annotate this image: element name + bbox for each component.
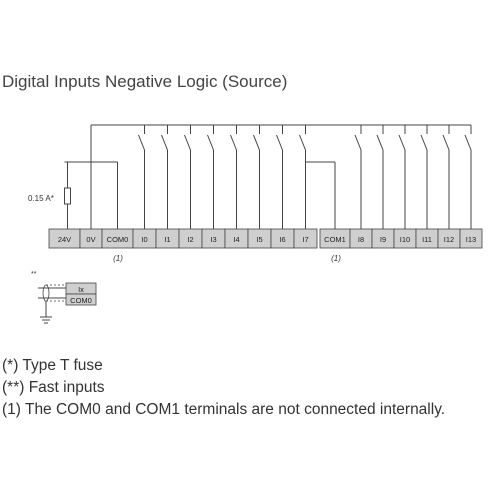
terminal-label: I13 [466,235,476,244]
note-com-terminals: (1) The COM0 and COM1 terminals are not … [2,401,446,418]
wiring-diagram: 0.15 A* 24V 0V COM0 I0 I1 I2 I3 I4 I5 I6 I7 COM1 I8… [28,124,483,324]
switch-contact [442,134,450,151]
fuse-symbol [64,187,71,205]
terminal-label: 0V [86,235,95,244]
terminal-i7 [293,228,318,249]
terminal-block-2: COM1 I8 I9 I10 I11 I12 I13 [319,228,483,249]
switch-contact [464,134,472,151]
terminal-label: I8 [358,235,364,244]
terminal-label: I0 [141,235,147,244]
wires [64,124,471,229]
switch-contact [376,134,384,151]
detail-terminal-ix: Ix [78,285,84,294]
fuse-label: 0.15 A* [28,194,54,203]
terminal-label: I12 [444,235,454,244]
terminal-label: I11 [422,235,432,244]
switch-contact [354,134,362,151]
switch-contact [276,134,283,151]
fuse-icon [64,187,71,205]
switch-contact [398,134,406,151]
switch-contact [253,134,260,151]
footnote-mark-com1: (1) [331,254,341,263]
terminal-label: I10 [400,235,410,244]
detail-terminal-com0: COM0 [70,296,92,305]
terminal-label: I6 [279,235,285,244]
terminal-label: I1 [164,235,170,244]
terminal-label: COM1 [324,235,346,244]
ground-icon [40,316,52,324]
notes: (*) Type T fuse (**) Fast inputs (1) The… [2,355,445,421]
terminal-i13 [459,228,483,249]
fast-inputs-marker: ** [31,271,37,278]
switch-contact [207,134,214,151]
terminal-label: 24V [58,235,71,244]
switches [138,125,472,229]
switch-contact [161,134,168,151]
terminal-label: I7 [302,235,308,244]
terminal-label: I9 [380,235,386,244]
switch-contact [184,134,191,151]
switch-contact [420,134,428,151]
switch-contact [138,134,145,151]
terminal-label: COM0 [107,235,129,244]
footnote-mark-com0: (1) [113,254,123,263]
diagram-title: Digital Inputs Negative Logic (Source) [2,72,288,91]
switch-contact [299,134,306,151]
note-fast-inputs: (**) Fast inputs [2,379,105,396]
terminal-label: I2 [187,235,193,244]
terminal-label: I4 [233,235,239,244]
note-fuse: (*) Type T fuse [2,357,103,374]
terminal-block-1: 24V 0V COM0 I0 I1 I2 I3 I4 I5 I6 I7 [48,228,318,249]
terminal-label: I3 [210,235,216,244]
fast-input-detail: ** Ix COM0 [31,271,97,324]
terminal-label: I5 [256,235,262,244]
switch-contact [230,134,237,151]
